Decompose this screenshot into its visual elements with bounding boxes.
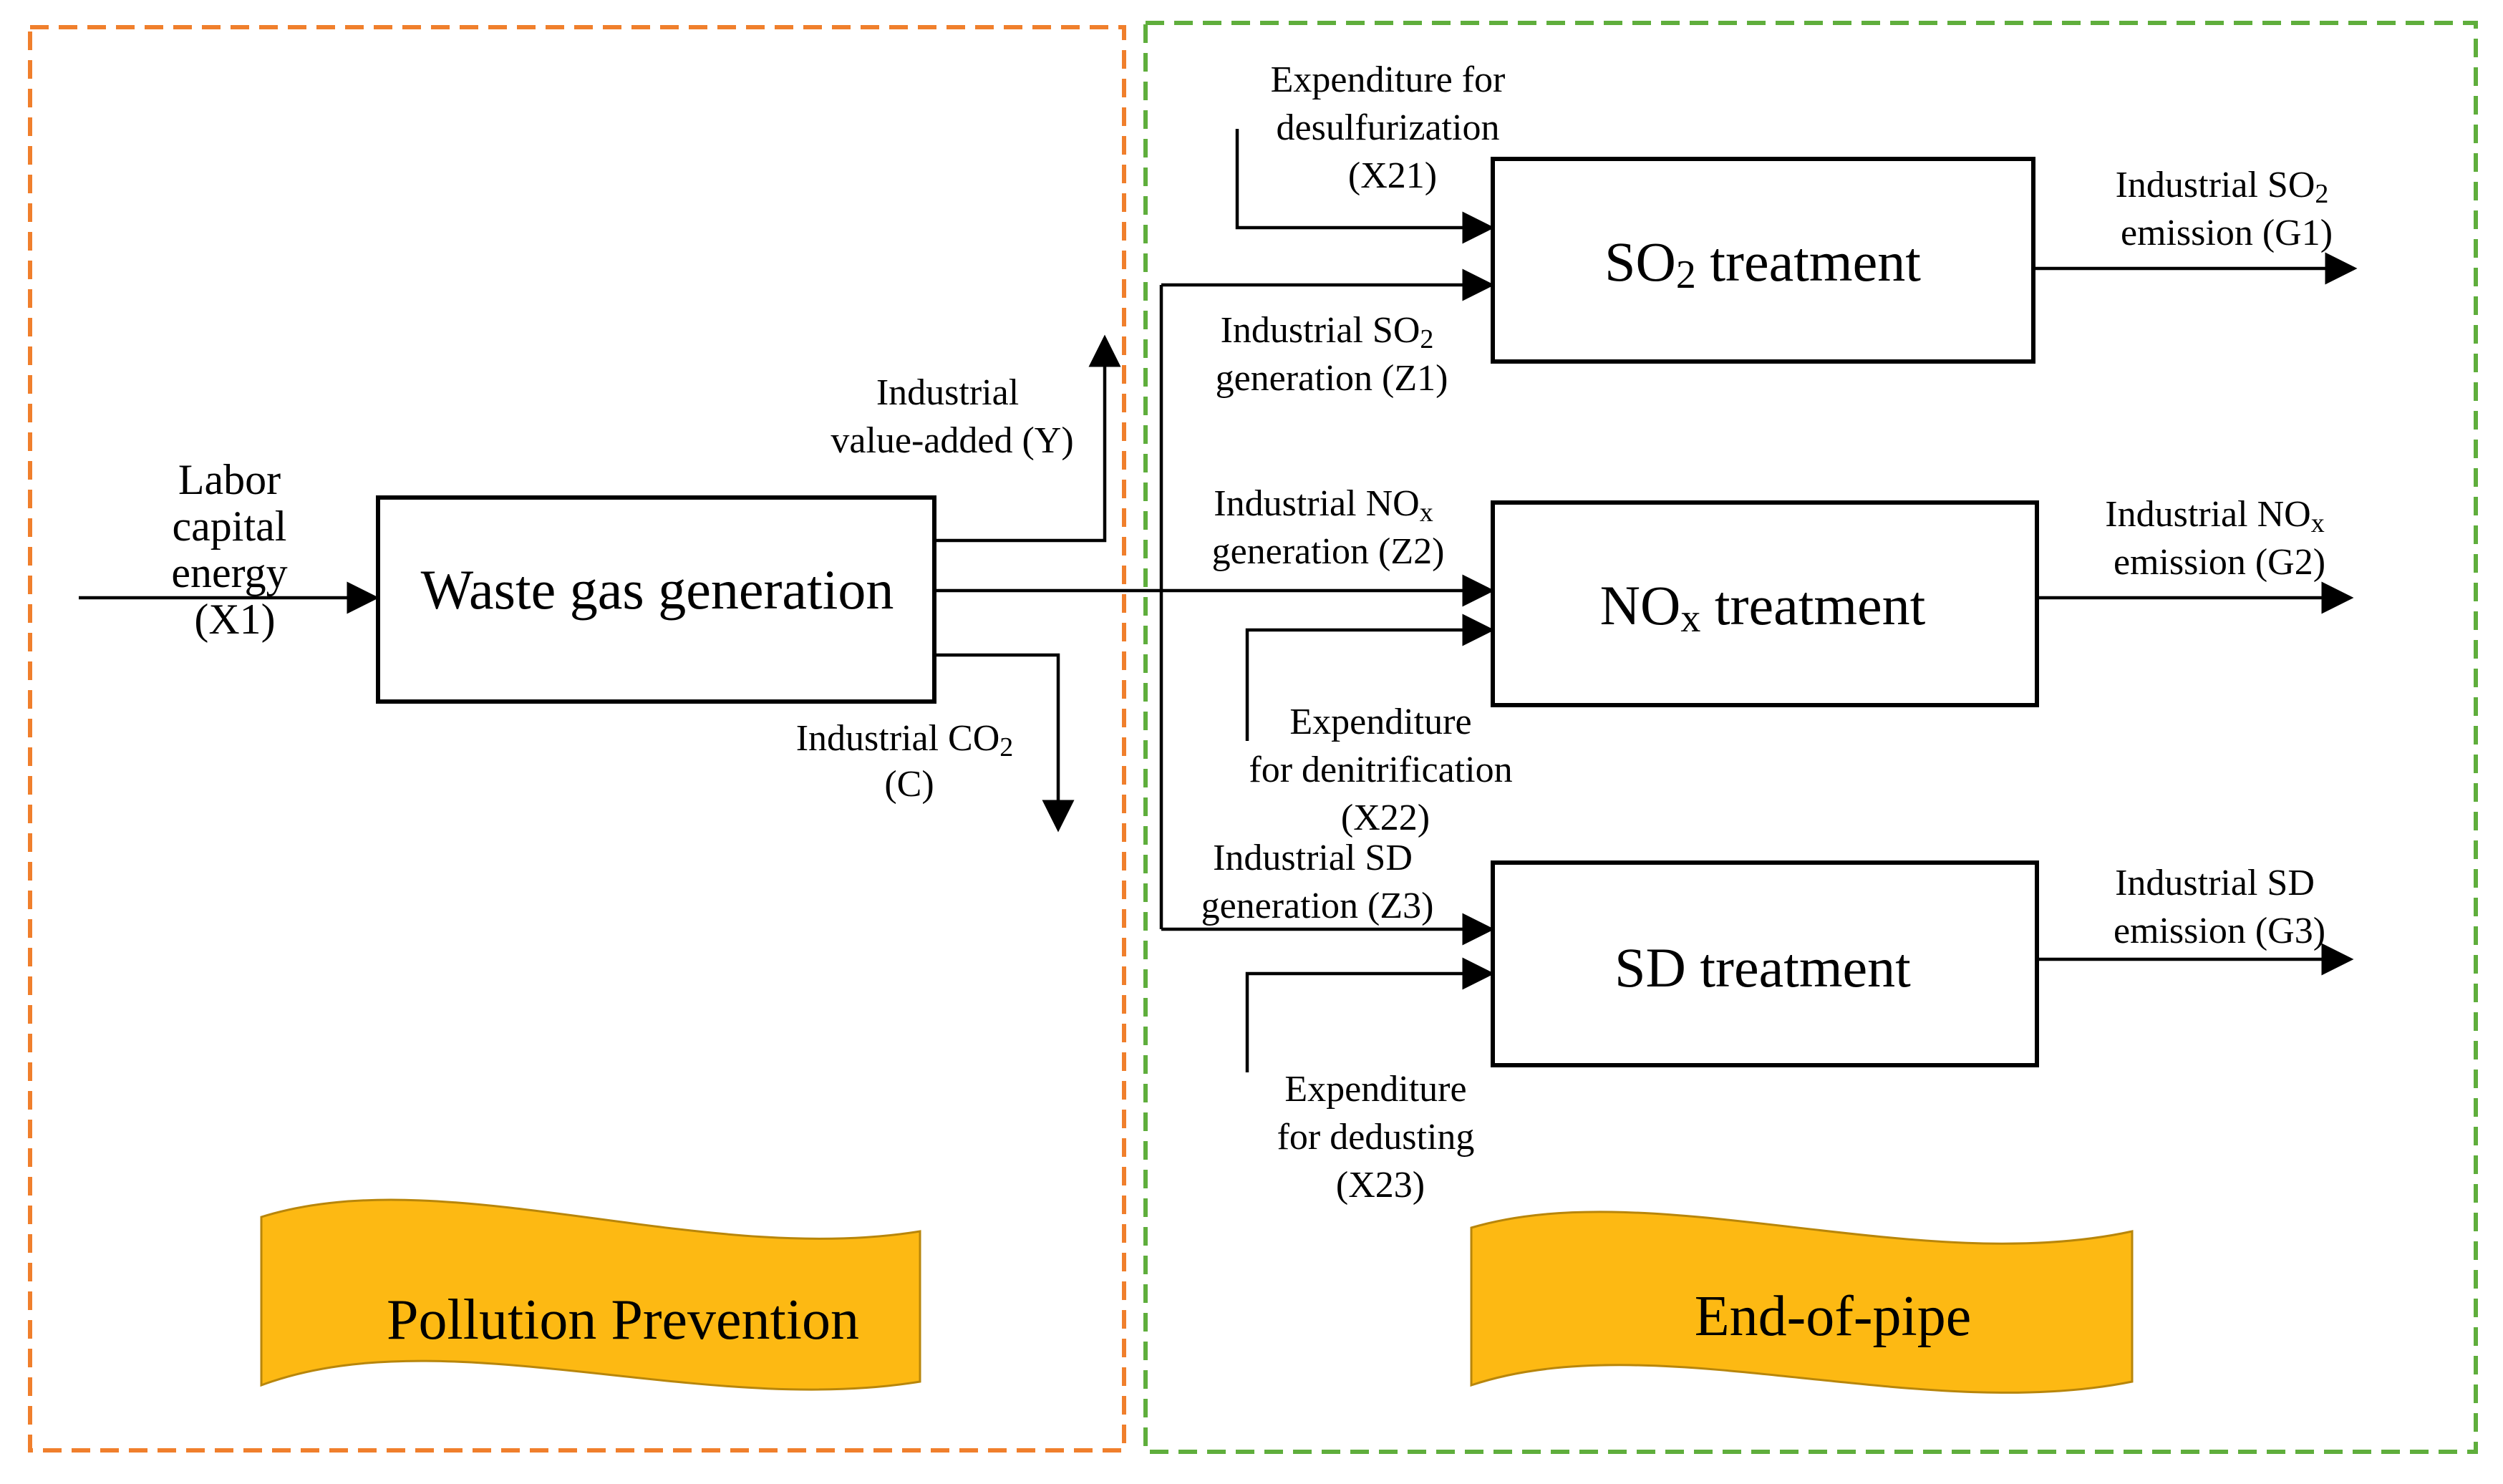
pollution-prevention-banner	[260, 1198, 921, 1391]
g1-label: Industrial SO2 emission (G1)	[2116, 165, 2338, 253]
pollution-prevention-label: Pollution Prevention	[387, 1289, 859, 1352]
c-arrow	[934, 653, 1075, 833]
waste-gas-generation-label: Waste gas generation	[421, 558, 894, 621]
x22-label: Expenditure for denitrification (X22)	[1249, 702, 1521, 838]
x23-label: Expenditure for dedusting (X23)	[1277, 1069, 1484, 1206]
so2-treatment-label: SO2 treatment	[1604, 231, 1921, 297]
x23-arrow	[1245, 957, 1495, 1072]
z3-label: Industrial SD generation (Z3)	[1201, 838, 1434, 926]
end-of-pipe-region	[1143, 21, 2478, 1454]
sd-treatment-box	[1491, 860, 2039, 1067]
x21-label: Expenditure for desulfurization (X21)	[1271, 59, 1515, 196]
nox-treatment-box	[1491, 500, 2039, 707]
end-of-pipe-label: End-of-pipe	[1695, 1285, 1972, 1348]
end-of-pipe-banner	[1470, 1211, 2134, 1394]
g2-label: Industrial NOx emission (G2)	[2105, 494, 2333, 583]
y-label: Industrial value-added (Y)	[831, 372, 1073, 461]
c-label: Industrial CO2 (C)	[796, 718, 1023, 805]
z1-label: Industrial SO2 generation (Z1)	[1216, 310, 1448, 399]
pollution-prevention-region	[28, 25, 1126, 1453]
y-arrow	[934, 334, 1121, 543]
waste-gas-generation-box	[376, 495, 936, 704]
z2-label: Industrial NOx generation (Z2)	[1212, 483, 1445, 572]
nox-treatment-label: NOx treatment	[1600, 574, 1926, 641]
x22-arrow	[1245, 614, 1495, 741]
so2-treatment-box	[1491, 157, 2035, 364]
x1-label: Labor capital energy (X1)	[171, 456, 298, 643]
sd-treatment-label: SD treatment	[1614, 936, 1911, 999]
x21-arrow	[1235, 129, 1495, 244]
g3-label: Industrial SD emission (G3)	[2114, 863, 2325, 951]
